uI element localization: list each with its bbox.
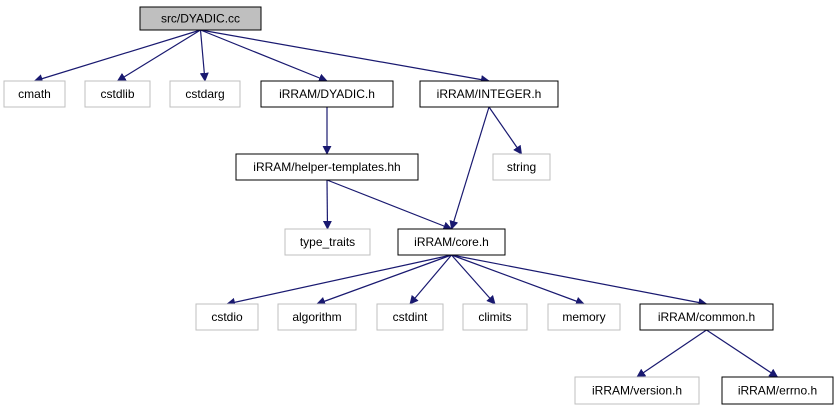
edge-core_h-to-climits: [451, 254, 496, 305]
node-box[interactable]: [376, 303, 444, 331]
edge-dyadic_cc-to-integer_h: [200, 29, 490, 85]
edge-common_h-to-errno_h: [706, 329, 779, 378]
node-box[interactable]: [639, 303, 774, 331]
node-label: iRRAM/helper-templates.hh: [253, 160, 400, 174]
node-box[interactable]: [195, 303, 259, 331]
node-cstdint[interactable]: cstdint: [376, 303, 444, 331]
node-label: cstdarg: [185, 87, 224, 101]
edge-common_h-to-version_h: [636, 329, 707, 378]
node-type-traits[interactable]: type_traits: [284, 228, 371, 256]
node-errno-h[interactable]: iRRAM/errno.h: [721, 376, 834, 405]
edge-dyadic_cc-to-cstdarg: [199, 29, 209, 82]
node-box[interactable]: [462, 303, 528, 331]
node-core-h[interactable]: iRRAM/core.h: [397, 228, 506, 256]
node-box[interactable]: [84, 80, 151, 108]
node-box[interactable]: [492, 153, 551, 181]
node-box[interactable]: [277, 303, 357, 331]
edge-integer_h-to-string: [488, 106, 523, 155]
node-cstdio[interactable]: cstdio: [195, 303, 259, 331]
node-integer-h[interactable]: iRRAM/INTEGER.h: [419, 80, 559, 108]
node-algorithm[interactable]: algorithm: [277, 303, 357, 331]
edge-dyadic_cc-to-dyadic_h: [200, 29, 328, 83]
node-label: iRRAM/INTEGER.h: [437, 87, 542, 101]
node-label: iRRAM/version.h: [592, 384, 682, 398]
edge-core_h-to-memory: [451, 254, 585, 306]
edge-core_h-to-cstdio: [226, 254, 452, 307]
node-box[interactable]: [169, 80, 241, 108]
edge-dyadic_cc-to-cmath: [33, 29, 201, 83]
node-box[interactable]: [547, 303, 621, 331]
node-label: climits: [478, 310, 511, 324]
edge-helper_templates-to-type_traits: [322, 179, 332, 230]
node-label: string: [507, 160, 536, 174]
edge-helper_templates-to-core_h: [326, 179, 453, 231]
node-label: memory: [562, 310, 605, 324]
node-helper-templates[interactable]: iRRAM/helper-templates.hh: [235, 153, 419, 181]
node-label: iRRAM/core.h: [414, 235, 489, 249]
node-dyadic-h[interactable]: iRRAM/DYADIC.h: [260, 80, 394, 108]
node-label: iRRAM/DYADIC.h: [279, 87, 375, 101]
node-cmath[interactable]: cmath: [3, 80, 66, 108]
node-box[interactable]: [721, 376, 834, 405]
node-memory[interactable]: memory: [547, 303, 621, 331]
edge-core_h-to-common_h: [451, 254, 708, 307]
node-box[interactable]: [139, 6, 262, 31]
node-dyadic-cc[interactable]: src/DYADIC.cc: [139, 6, 262, 31]
node-label: type_traits: [300, 235, 355, 249]
node-box[interactable]: [419, 80, 559, 108]
node-string[interactable]: string: [492, 153, 551, 181]
edge-integer_h-to-core_h: [449, 106, 490, 230]
edge-dyadic_cc-to-cstdlib: [116, 29, 201, 82]
node-cstdlib[interactable]: cstdlib: [84, 80, 151, 108]
edge-core_h-to-algorithm: [316, 254, 452, 306]
node-box[interactable]: [574, 376, 700, 405]
node-cstdarg[interactable]: cstdarg: [169, 80, 241, 108]
node-box[interactable]: [284, 228, 371, 256]
node-label: iRRAM/errno.h: [738, 384, 817, 398]
node-label: cstdio: [211, 310, 243, 324]
edge-core_h-to-cstdint: [409, 254, 452, 305]
node-label: iRRAM/common.h: [658, 310, 755, 324]
node-box[interactable]: [260, 80, 394, 108]
node-climits[interactable]: climits: [462, 303, 528, 331]
node-label: cstdint: [393, 310, 428, 324]
node-box[interactable]: [397, 228, 506, 256]
node-common-h[interactable]: iRRAM/common.h: [639, 303, 774, 331]
node-label: src/DYADIC.cc: [161, 12, 240, 26]
node-label: algorithm: [292, 310, 341, 324]
node-label: cmath: [18, 87, 51, 101]
node-version-h[interactable]: iRRAM/version.h: [574, 376, 700, 405]
node-box[interactable]: [235, 153, 419, 181]
node-box[interactable]: [3, 80, 66, 108]
node-label: cstdlib: [100, 87, 134, 101]
